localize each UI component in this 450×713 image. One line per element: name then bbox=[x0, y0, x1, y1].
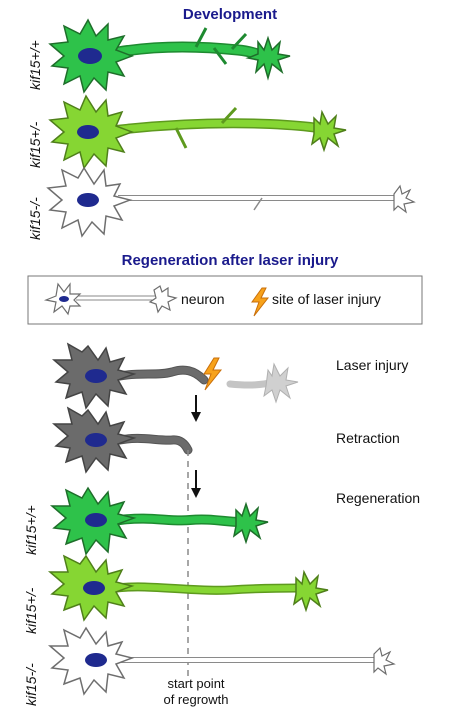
step-regeneration-label: Regeneration bbox=[336, 490, 420, 506]
genotype-label-wt: kif15+/+ bbox=[27, 40, 43, 90]
lightning-bolt-icon bbox=[251, 287, 270, 317]
legend-box: neuron site of laser injury bbox=[27, 275, 423, 325]
nucleus-icon bbox=[77, 193, 99, 207]
genotype-label-het: kif15+/- bbox=[27, 121, 43, 168]
nucleus-icon bbox=[59, 296, 69, 302]
injury-neuron bbox=[51, 342, 299, 410]
start-point-label-line1: start point bbox=[167, 676, 224, 691]
legend-injury-label: site of laser injury bbox=[272, 291, 381, 307]
genotype-label-ko: kif15-/- bbox=[23, 663, 39, 706]
regeneration-title: Regeneration after laser injury bbox=[122, 252, 339, 269]
nucleus-icon bbox=[77, 125, 99, 139]
retraction-neuron bbox=[51, 406, 193, 474]
nucleus-icon bbox=[78, 48, 102, 64]
development-title: Development bbox=[183, 6, 277, 23]
regen-neuron-het bbox=[47, 554, 329, 622]
genotype-label-ko: kif15-/- bbox=[27, 197, 43, 240]
step-laser-injury-label: Laser injury bbox=[336, 357, 408, 373]
dev-neuron-het bbox=[48, 94, 347, 170]
start-point-label-line2: of regrowth bbox=[163, 692, 228, 707]
dev-neuron-wt bbox=[48, 18, 291, 94]
legend-neuron-label: neuron bbox=[181, 291, 225, 307]
nucleus-icon bbox=[85, 513, 107, 527]
nucleus-icon bbox=[85, 653, 107, 667]
arrow-down-icon bbox=[191, 470, 201, 498]
nucleus-icon bbox=[85, 369, 107, 383]
genotype-label-het: kif15+/- bbox=[23, 587, 39, 634]
regen-neuron-ko bbox=[47, 626, 396, 696]
arrow-down-icon bbox=[191, 395, 201, 422]
nucleus-icon bbox=[83, 581, 105, 595]
nucleus-icon bbox=[85, 433, 107, 447]
lightning-bolt-icon bbox=[203, 357, 223, 391]
regen-neuron-wt bbox=[49, 486, 269, 556]
genotype-label-wt: kif15+/+ bbox=[23, 505, 39, 555]
dev-neuron-ko bbox=[46, 166, 416, 238]
step-retraction-label: Retraction bbox=[336, 430, 400, 446]
